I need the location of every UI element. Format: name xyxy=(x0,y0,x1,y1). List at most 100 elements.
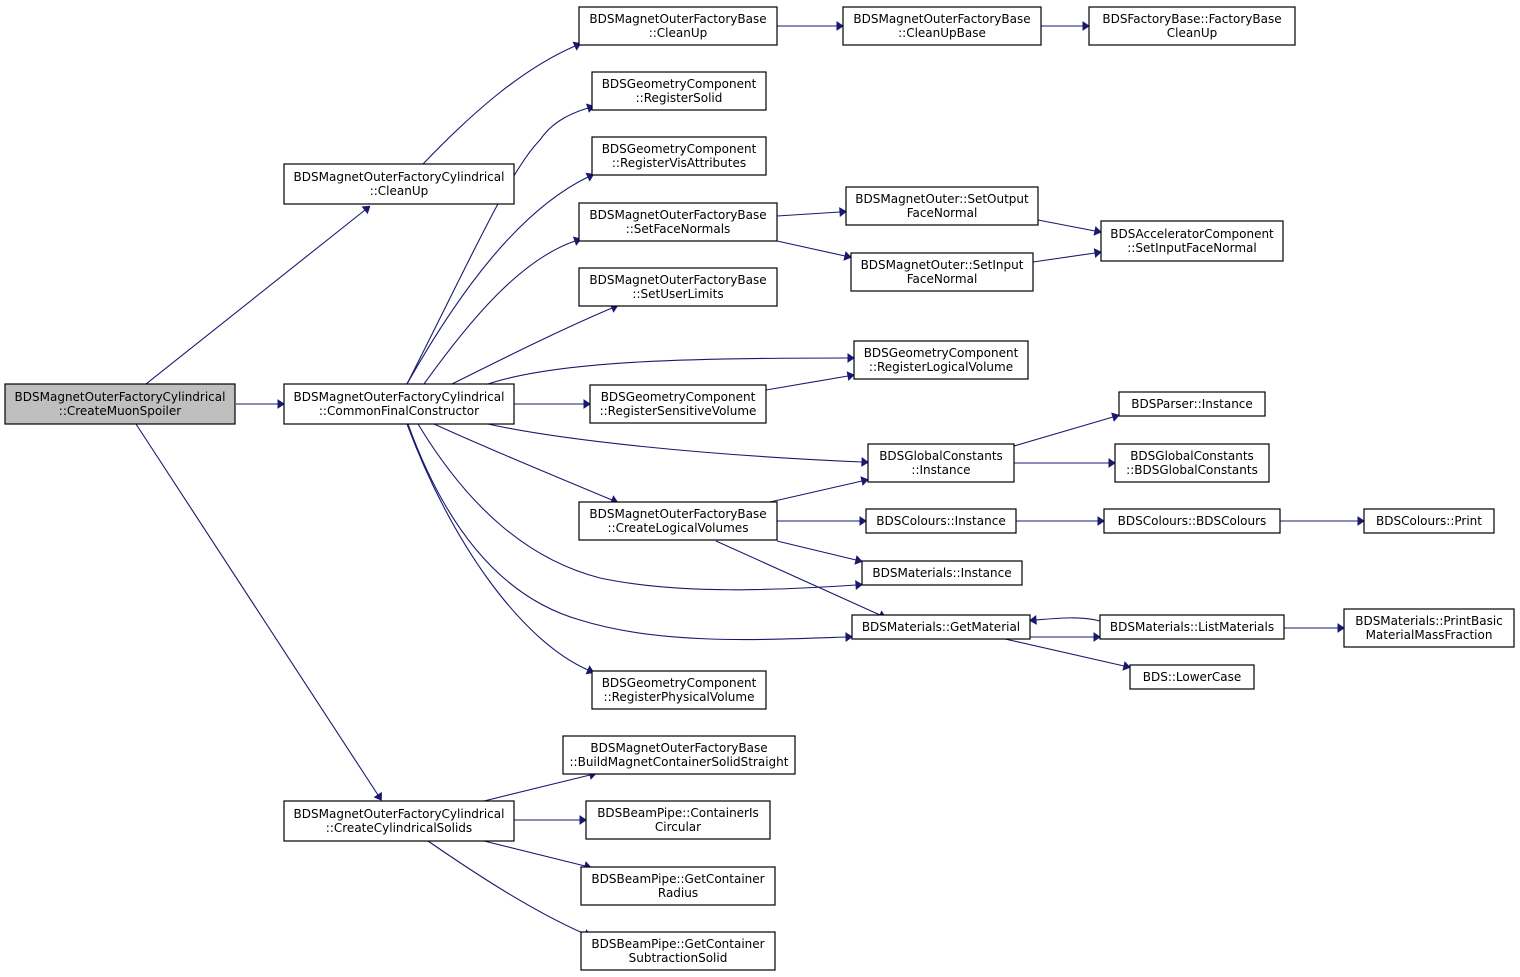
edge-line xyxy=(433,423,613,501)
node-cyl_solids[interactable]: BDSMagnetOuterFactoryCylindrical::Create… xyxy=(283,800,515,842)
node-mat_get[interactable]: BDSMaterials::GetMaterial xyxy=(851,614,1031,640)
node-label-line: BDSMagnetOuterFactoryBase xyxy=(589,208,766,222)
edge-cyl_solids-to-bp_circ xyxy=(514,815,587,825)
node-box xyxy=(591,71,767,111)
node-box xyxy=(861,560,1023,586)
node-label-line: ::RegisterVisAttributes xyxy=(612,156,746,170)
node-label-line: CleanUp xyxy=(1167,26,1217,40)
node-label-line: BDSGeometryComponent xyxy=(602,676,757,690)
node-label-line: Radius xyxy=(658,886,698,900)
edge-line xyxy=(776,540,857,561)
node-box xyxy=(4,383,236,425)
node-label-line: FaceNormal xyxy=(907,206,978,220)
edge-gc_inst-to-parser_inst xyxy=(1013,412,1120,447)
node-base_userlimits[interactable]: BDSMagnetOuterFactoryBase::SetUserLimits xyxy=(578,267,778,307)
arrow-head-icon xyxy=(373,791,382,801)
node-box xyxy=(865,508,1017,534)
node-base_cleanupbase[interactable]: BDSMagnetOuterFactoryBase::CleanUpBase xyxy=(842,6,1042,46)
node-box xyxy=(845,186,1039,226)
node-geo_reglogical[interactable]: BDSGeometryComponent::RegisterLogicalVol… xyxy=(853,340,1029,380)
node-root: BDSMagnetOuterFactoryCylindrical::Create… xyxy=(4,383,236,425)
node-gc_ctor[interactable]: BDSGlobalConstants::BDSGlobalConstants xyxy=(1114,443,1270,483)
node-label-line: BDSMagnetOuterFactoryBase xyxy=(853,12,1030,26)
arrow-head-icon xyxy=(1122,661,1131,671)
edge-cyl_solids-to-base_buildcont xyxy=(483,770,597,802)
arrow-head-icon xyxy=(1082,21,1090,31)
node-label-line: Circular xyxy=(655,820,701,834)
node-label-line: BDSBeamPipe::GetContainer xyxy=(591,872,764,886)
arrow-head-icon xyxy=(1093,632,1101,642)
node-label-line: BDSColours::Instance xyxy=(876,514,1005,528)
node-label-line: BDSColours::Print xyxy=(1376,514,1482,528)
node-box xyxy=(851,614,1031,640)
node-box xyxy=(1129,664,1255,690)
node-outer_setin[interactable]: BDSMagnetOuter::SetInputFaceNormal xyxy=(850,252,1034,292)
node-box xyxy=(1099,614,1285,640)
node-geo_regsolid[interactable]: BDSGeometryComponent::RegisterSolid xyxy=(591,71,767,111)
edge-mat_list-to-mat_get xyxy=(1029,615,1101,625)
edge-line xyxy=(715,540,881,616)
node-acc_setin[interactable]: BDSAcceleratorComponent::SetInputFaceNor… xyxy=(1100,220,1284,262)
node-bp_subsolid[interactable]: BDSBeamPipe::GetContainerSubtractionSoli… xyxy=(580,931,776,971)
edge-line xyxy=(765,375,849,391)
edge-line xyxy=(776,211,841,217)
arrow-head-icon xyxy=(861,457,869,467)
node-mat_list[interactable]: BDSMaterials::ListMaterials xyxy=(1099,614,1285,640)
node-base_setface[interactable]: BDSMagnetOuterFactoryBase::SetFaceNormal… xyxy=(578,202,778,242)
edges-layer xyxy=(135,21,1365,939)
arrow-head-icon xyxy=(579,815,587,825)
edge-line xyxy=(776,240,846,257)
edge-cyl_common-to-base_setface xyxy=(423,236,582,385)
edge-base_createlog-to-mat_get xyxy=(715,540,887,620)
node-mat_print[interactable]: BDSMaterials::PrintBasicMaterialMassFrac… xyxy=(1343,608,1515,648)
node-box xyxy=(580,866,776,906)
node-geo_regsens[interactable]: BDSGeometryComponent::RegisterSensitiveV… xyxy=(589,384,767,424)
node-base_buildcont[interactable]: BDSMagnetOuterFactoryBase::BuildMagnetCo… xyxy=(562,735,796,775)
node-box xyxy=(578,202,778,242)
edge-line xyxy=(406,107,589,385)
node-label-line: ::CleanUp xyxy=(370,184,429,198)
node-label-line: ::SetFaceNormals xyxy=(626,222,731,236)
arrow-head-icon xyxy=(860,476,869,486)
node-col_ctor[interactable]: BDSColours::BDSColours xyxy=(1103,508,1281,534)
node-label-line: BDSMagnetOuter::SetOutput xyxy=(855,192,1029,206)
node-label-line: BDSMagnetOuterFactoryCylindrical xyxy=(294,390,505,404)
edge-cyl_common-to-gc_inst xyxy=(487,423,869,467)
node-label-line: ::BDSGlobalConstants xyxy=(1126,463,1258,477)
node-label-line: BDSGeometryComponent xyxy=(601,390,756,404)
node-box xyxy=(1100,220,1284,262)
edge-cyl_solids-to-bp_radius xyxy=(483,840,592,871)
edge-line xyxy=(422,45,576,165)
edge-line xyxy=(406,176,589,385)
node-label-line: ::CleanUp xyxy=(649,26,708,40)
node-base_cleanup[interactable]: BDSMagnetOuterFactoryBase::CleanUp xyxy=(578,6,778,46)
arrow-head-icon xyxy=(855,580,863,590)
node-cyl_cleanup[interactable]: BDSMagnetOuterFactoryCylindrical::CleanU… xyxy=(283,163,515,205)
node-geo_regphys[interactable]: BDSGeometryComponent::RegisterPhysicalVo… xyxy=(591,670,767,710)
node-bds_lower[interactable]: BDS::LowerCase xyxy=(1129,664,1255,690)
node-cyl_common[interactable]: BDSMagnetOuterFactoryCylindrical::Common… xyxy=(283,383,515,425)
edge-line xyxy=(1013,416,1114,447)
node-gc_inst[interactable]: BDSGlobalConstants::Instance xyxy=(867,443,1015,483)
node-box xyxy=(1103,508,1281,534)
arrow-head-icon xyxy=(1111,412,1120,422)
node-col_print[interactable]: BDSColours::Print xyxy=(1363,508,1495,534)
edge-line xyxy=(483,840,586,867)
node-parser_inst[interactable]: BDSParser::Instance xyxy=(1118,391,1266,417)
node-col_inst[interactable]: BDSColours::Instance xyxy=(865,508,1017,534)
node-box xyxy=(850,252,1034,292)
node-label-line: BDSGlobalConstants xyxy=(879,449,1003,463)
node-label-line: ::CreateMuonSpoiler xyxy=(59,404,181,418)
node-label-line: BDSFactoryBase::FactoryBase xyxy=(1102,12,1281,26)
node-box xyxy=(578,267,778,307)
node-geo_regvis[interactable]: BDSGeometryComponent::RegisterVisAttribu… xyxy=(591,136,767,176)
node-box xyxy=(283,800,515,842)
edge-line xyxy=(1037,219,1096,232)
node-mat_inst[interactable]: BDSMaterials::Instance xyxy=(861,560,1023,586)
node-base_createlog[interactable]: BDSMagnetOuterFactoryBase::CreateLogical… xyxy=(578,501,778,541)
node-box xyxy=(842,6,1042,46)
